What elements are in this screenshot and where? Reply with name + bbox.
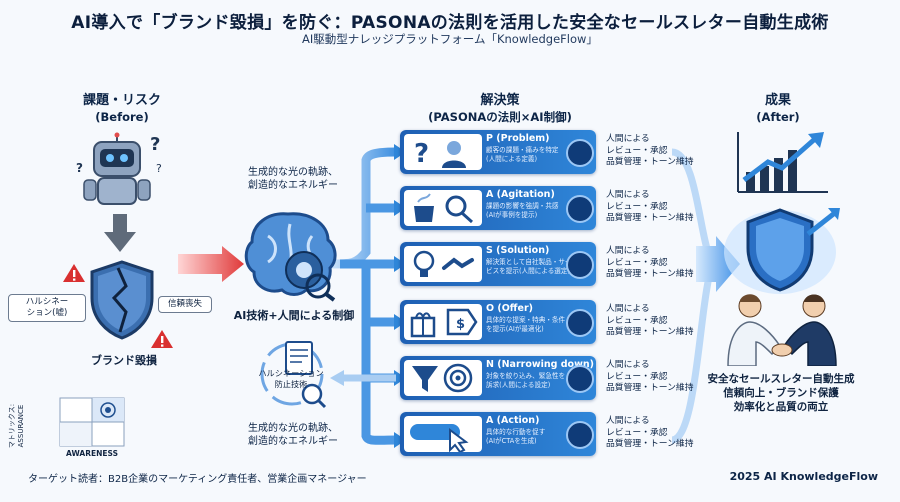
page-subtitle: AI駆動型ナレッジプラットフォーム「KnowledgeFlow」 (302, 32, 598, 46)
warning-icon (63, 264, 85, 282)
target-reader: ターゲット読者：B2B企業のマーケティング責任者、営業企画マネージャー (28, 474, 367, 485)
review-label-o: 人間による レビュー・承認 品質管理・トーン維持 (606, 304, 694, 338)
pasona-card-solution: S (Solution) 解決策として自社製品・サー ビスを提示(人間による選定… (400, 242, 596, 286)
prevention-label: ハルシネーション 防止技術 (258, 368, 324, 389)
hallucination-prevention-icon (260, 341, 327, 409)
brain-gear-icon (244, 212, 337, 302)
svg-text:?: ? (76, 161, 83, 175)
warning-icon-2 (151, 330, 173, 348)
review-label-n: 人間による レビュー・承認 品質管理・トーン維持 (606, 360, 694, 394)
svg-text:?: ? (150, 134, 160, 155)
svg-text:?: ? (156, 162, 162, 175)
shield-icon (724, 208, 840, 294)
cracked-shield-icon (90, 260, 154, 340)
assurance-matrix (59, 397, 125, 447)
creative-energy-bottom: 生成的な光の軌跡、 創造的なエネルギー (248, 423, 338, 447)
handshake-icon (727, 294, 837, 366)
creative-energy-top: 生成的な光の軌跡、 創造的なエネルギー (248, 167, 338, 191)
after-heading: 成果 (After) (756, 93, 800, 124)
growth-chart-icon (737, 132, 828, 193)
page-title: AI導入で「ブランド毀損」を防ぐ：PASONAの法則を活用した安全なセールスレタ… (71, 13, 829, 33)
credit: 2025 AI KnowledgeFlow (729, 470, 878, 483)
after-result: 安全なセールスレター自動生成 信頼向上・ブランド保護 効率化と品質の両立 (707, 373, 855, 413)
svg-text:$: $ (456, 317, 465, 332)
matrix-xlabel: AWARENESS (66, 449, 118, 458)
hallucination-label: ハルシネー ション(嘘) (8, 294, 86, 322)
pasona-card-offer: $ O (Offer) 具体的な提案・特典・条件 を提示(AIが最適化) (400, 300, 596, 344)
trust-loss-label: 信頼喪失 (158, 296, 212, 313)
pasona-card-narrowing: N (Narrowing down) 対象を絞り込み、緊急性を 訴求(人間による… (400, 356, 596, 400)
risk-arrow (178, 246, 244, 282)
pasona-card-problem: ? P (Problem) 顧客の課題・痛みを特定 (人間による定義) (400, 130, 596, 174)
solution-heading: 解決策 (PASONAの法則×AI制御) (428, 93, 572, 124)
pasona-card-action: A (Action) 具体的な行動を促す (AIがCTAを生成) (400, 412, 596, 456)
review-label-p: 人間による レビュー・承認 品質管理・トーン維持 (606, 134, 694, 168)
after-arrow (696, 236, 740, 292)
before-heading: 課題・リスク (Before) (82, 93, 161, 124)
control-label: AI技術+人間による制御 (233, 309, 355, 322)
review-label-a2: 人間による レビュー・承認 品質管理・トーン維持 (606, 416, 694, 450)
svg-text:?: ? (414, 139, 429, 169)
pasona-card-agitation: A (Agitation) 課題の影響を強調・共感 (AIが事例を提示) (400, 186, 596, 230)
review-label-a: 人間による レビュー・承認 品質管理・トーン維持 (606, 190, 694, 224)
confused-robot-icon: ? ? ? (76, 132, 162, 205)
reviewer-icon (566, 139, 594, 167)
matrix-ylabel: マトリックス: ASSURANCE (8, 403, 25, 449)
down-arrow (104, 214, 136, 252)
review-label-s: 人間による レビュー・承認 品質管理・トーン維持 (606, 246, 694, 280)
brand-damage-label: ブランド毀損 (91, 354, 157, 367)
